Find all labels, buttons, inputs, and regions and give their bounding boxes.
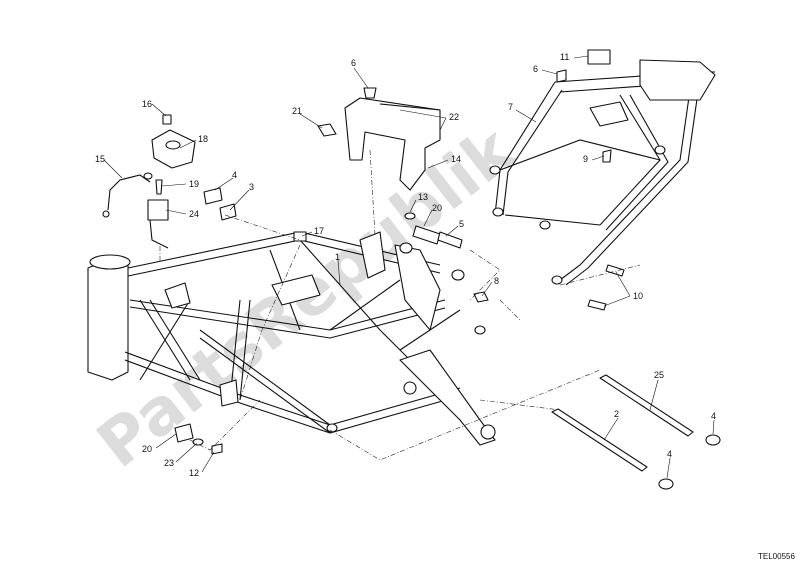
callout-1: 1 [335,252,340,262]
callout-7: 7 [508,102,513,112]
callout-20b: 20 [142,444,152,454]
callout-8: 8 [494,276,499,286]
callout-20a: 20 [432,203,442,213]
callout-6a: 6 [351,58,356,68]
callout-16: 16 [142,99,152,109]
callout-2: 2 [614,409,619,419]
callout-12: 12 [189,468,199,478]
callout-labels: 16 18 15 19 24 4 3 6 21 22 14 17 1 13 20… [95,52,716,478]
callout-3: 3 [249,182,254,192]
callout-23: 23 [164,458,174,468]
callout-18: 18 [198,134,208,144]
callout-4b: 4 [711,411,716,421]
plate-bracket [344,97,441,191]
small-parts [102,49,721,490]
callout-19: 19 [189,179,199,189]
callout-24: 24 [189,209,199,219]
leader-lines [103,55,715,479]
callout-15: 15 [95,154,105,164]
callout-6b: 6 [533,64,538,74]
callout-4a: 4 [232,170,237,180]
drawing-reference: TEL00556 [758,552,795,561]
assembly-lines [159,149,641,461]
callout-17: 17 [314,226,324,236]
callout-11: 11 [560,52,569,62]
callout-10: 10 [633,291,643,301]
callout-5: 5 [459,219,464,229]
callout-22: 22 [449,112,459,122]
rear-subframe [489,59,716,286]
callout-9: 9 [583,154,588,164]
main-frame [87,231,496,446]
callout-14: 14 [451,154,461,164]
callout-13: 13 [418,192,428,202]
callout-4c: 4 [667,449,672,459]
callout-21: 21 [292,106,302,116]
callout-25: 25 [654,370,664,380]
